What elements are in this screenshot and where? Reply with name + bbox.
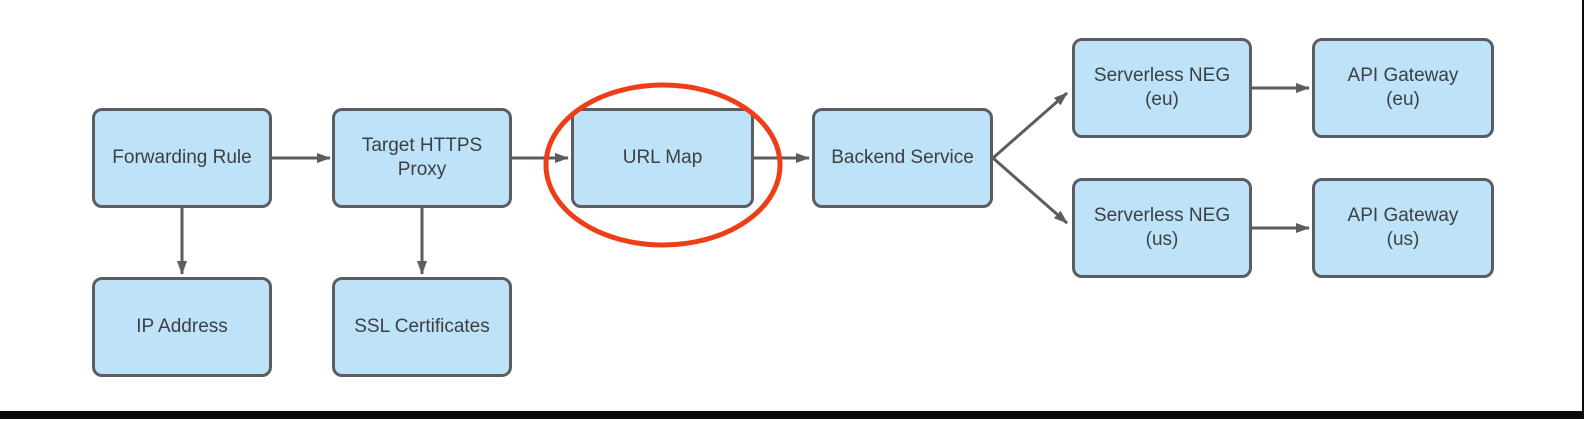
node-label-serverless-neg-eu: Serverless NEG(eu): [1094, 64, 1230, 112]
node-label-backend-service: Backend Service: [831, 146, 974, 170]
node-label-text: Forwarding Rule: [112, 147, 252, 169]
node-label-api-gateway-eu: API Gateway(eu): [1348, 64, 1459, 112]
node-forwarding-rule: Forwarding Rule: [92, 108, 272, 208]
node-label-text: SSL Certificates: [354, 316, 490, 338]
node-label-url-map: URL Map: [623, 146, 703, 170]
node-label-forwarding-rule: Forwarding Rule: [112, 146, 251, 170]
node-label-target-https-proxy: Target HTTPS Proxy: [347, 134, 497, 182]
node-label-text: API Gateway: [1347, 65, 1459, 87]
node-label-ip-address: IP Address: [136, 315, 228, 339]
node-label-text: URL Map: [622, 147, 703, 169]
node-sublabel-text: (eu): [1386, 89, 1420, 110]
node-serverless-neg-eu: Serverless NEG(eu): [1072, 38, 1252, 138]
screenshot-bottom-edge: [0, 411, 1584, 419]
node-backend-service: Backend Service: [812, 108, 993, 208]
node-label-text: IP Address: [136, 316, 228, 338]
node-api-gateway-us: API Gateway(us): [1312, 178, 1494, 278]
node-label-api-gateway-us: API Gateway(us): [1348, 204, 1459, 252]
node-label-text: Serverless NEG: [1093, 65, 1231, 87]
node-label-serverless-neg-us: Serverless NEG(us): [1094, 204, 1230, 252]
screenshot-right-edge: [1582, 0, 1584, 419]
node-sublabel-text: (us): [1145, 229, 1179, 250]
node-api-gateway-eu: API Gateway(eu): [1312, 38, 1494, 138]
node-label-text: Target HTTPS Proxy: [361, 135, 483, 180]
node-target-https-proxy: Target HTTPS Proxy: [332, 108, 512, 208]
node-url-map: URL Map: [571, 108, 754, 208]
node-label-text: Backend Service: [831, 147, 974, 169]
node-label-text: API Gateway: [1347, 205, 1459, 227]
node-ssl-certificates: SSL Certificates: [332, 277, 512, 377]
arrow-backend-service-to-serverless-neg-eu: [992, 91, 1068, 160]
node-label-ssl-certificates: SSL Certificates: [354, 315, 490, 339]
node-sublabel-text: (us): [1386, 229, 1420, 250]
node-sublabel-text: (eu): [1145, 89, 1179, 110]
node-label-text: Serverless NEG: [1093, 205, 1231, 227]
arrow-backend-service-to-serverless-neg-us: [992, 156, 1068, 225]
node-serverless-neg-us: Serverless NEG(us): [1072, 178, 1252, 278]
node-ip-address: IP Address: [92, 277, 272, 377]
